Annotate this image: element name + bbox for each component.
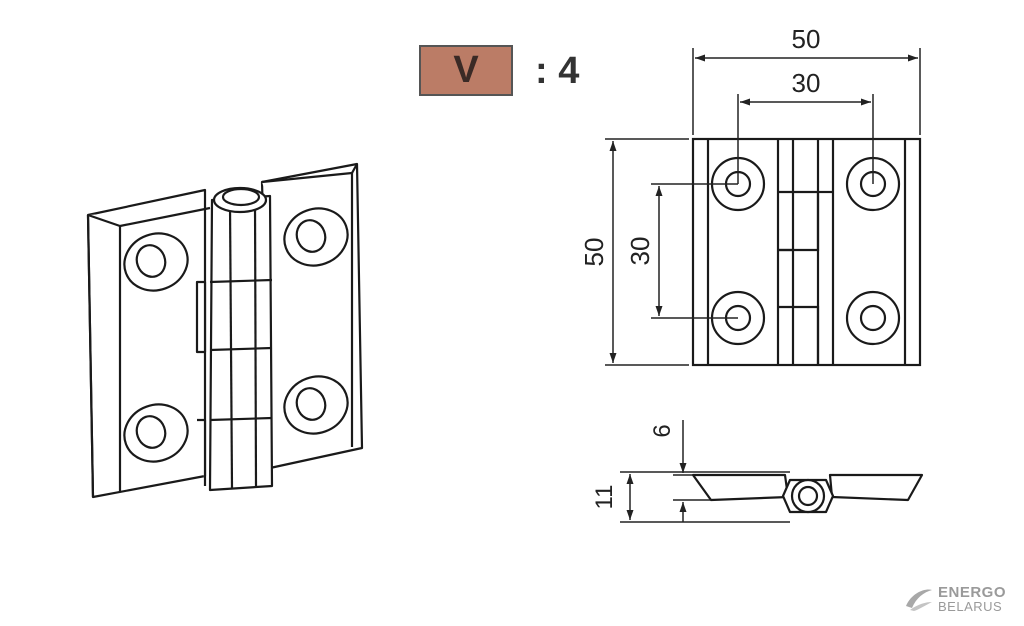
scale-badge: V (419, 45, 513, 96)
energo-belarus-logo: ENERGO BELARUS (904, 584, 1014, 616)
dim-hole-spacing-vertical: 30 (625, 237, 655, 266)
dim-front-height: 50 (579, 238, 609, 267)
dim-pin-diameter: 11 (591, 485, 618, 510)
logo-line1: ENERGO (938, 584, 1007, 601)
dim-front-width: 50 (792, 24, 821, 54)
scale-ratio: : 4 (535, 50, 580, 92)
scale-letter: V (453, 49, 479, 91)
front-dimensions (605, 48, 921, 366)
logo-swoosh-icon (906, 589, 932, 611)
dim-leaf-thickness: 6 (649, 424, 676, 437)
logo-line2: BELARUS (938, 599, 1003, 614)
side-view (691, 473, 924, 514)
side-dimensions (620, 420, 790, 523)
isometric-hinge-view (86, 162, 364, 499)
right-leaf (260, 162, 364, 470)
hinge-knuckle (195, 186, 274, 492)
left-leaf (86, 188, 211, 499)
dim-hole-spacing-horizontal: 30 (792, 68, 821, 98)
front-view (691, 137, 922, 367)
front-hole-bottom-right (845, 290, 901, 346)
